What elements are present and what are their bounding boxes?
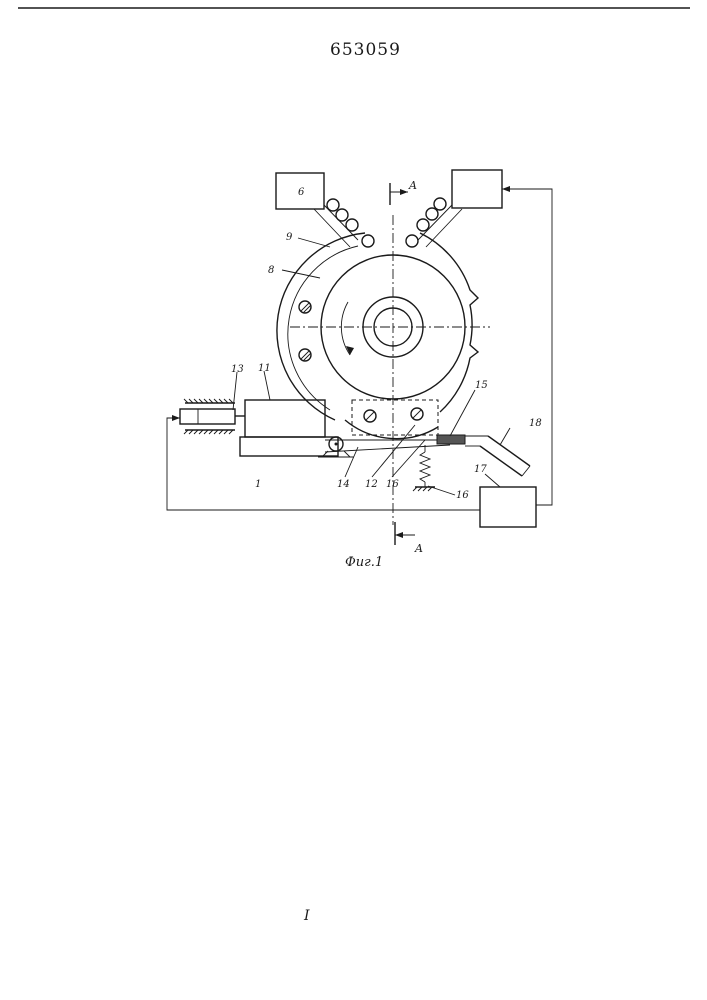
figure-caption: Фиг.1 [345, 555, 383, 570]
label-14: 14 [337, 479, 350, 490]
ball [327, 199, 339, 211]
base-1 [240, 437, 338, 456]
section-label-bottom: A [414, 542, 423, 555]
section-marker-bottom: A [395, 522, 423, 555]
ball [417, 219, 429, 231]
label-16-top: 16 [386, 479, 399, 490]
section-label-top: A [408, 179, 417, 192]
guide-arc [345, 420, 438, 439]
label-13: 13 [231, 364, 244, 375]
label-9: 9 [286, 232, 293, 243]
ball [434, 198, 446, 210]
section-marker-top: A [390, 179, 417, 205]
control-wiring [167, 186, 552, 510]
label-16-bottom: 16 [456, 490, 469, 501]
pocket-balls [299, 301, 311, 361]
ball [406, 235, 418, 247]
left-feed-chute [314, 199, 374, 247]
label-1: 1 [255, 479, 261, 490]
ball [426, 208, 438, 220]
label-6: 6 [298, 187, 305, 198]
ball [346, 219, 358, 231]
label-17: 17 [474, 464, 487, 475]
spring-16 [413, 445, 435, 491]
label-12: 12 [365, 479, 378, 490]
block-11 [245, 400, 325, 437]
unit-17-box [480, 487, 536, 527]
label-11: 11 [258, 363, 271, 374]
unit-top-right-box [452, 170, 502, 208]
label-8: 8 [268, 265, 274, 276]
ring-9-right [420, 233, 478, 412]
label-18: 18 [529, 418, 542, 429]
ball [336, 209, 348, 221]
label-15: 15 [475, 380, 488, 391]
ball [362, 235, 374, 247]
cylinder-13 [180, 399, 245, 434]
sensor-15 [437, 435, 465, 444]
bottom-mark: I [303, 908, 310, 924]
right-feed-chute [406, 198, 462, 247]
